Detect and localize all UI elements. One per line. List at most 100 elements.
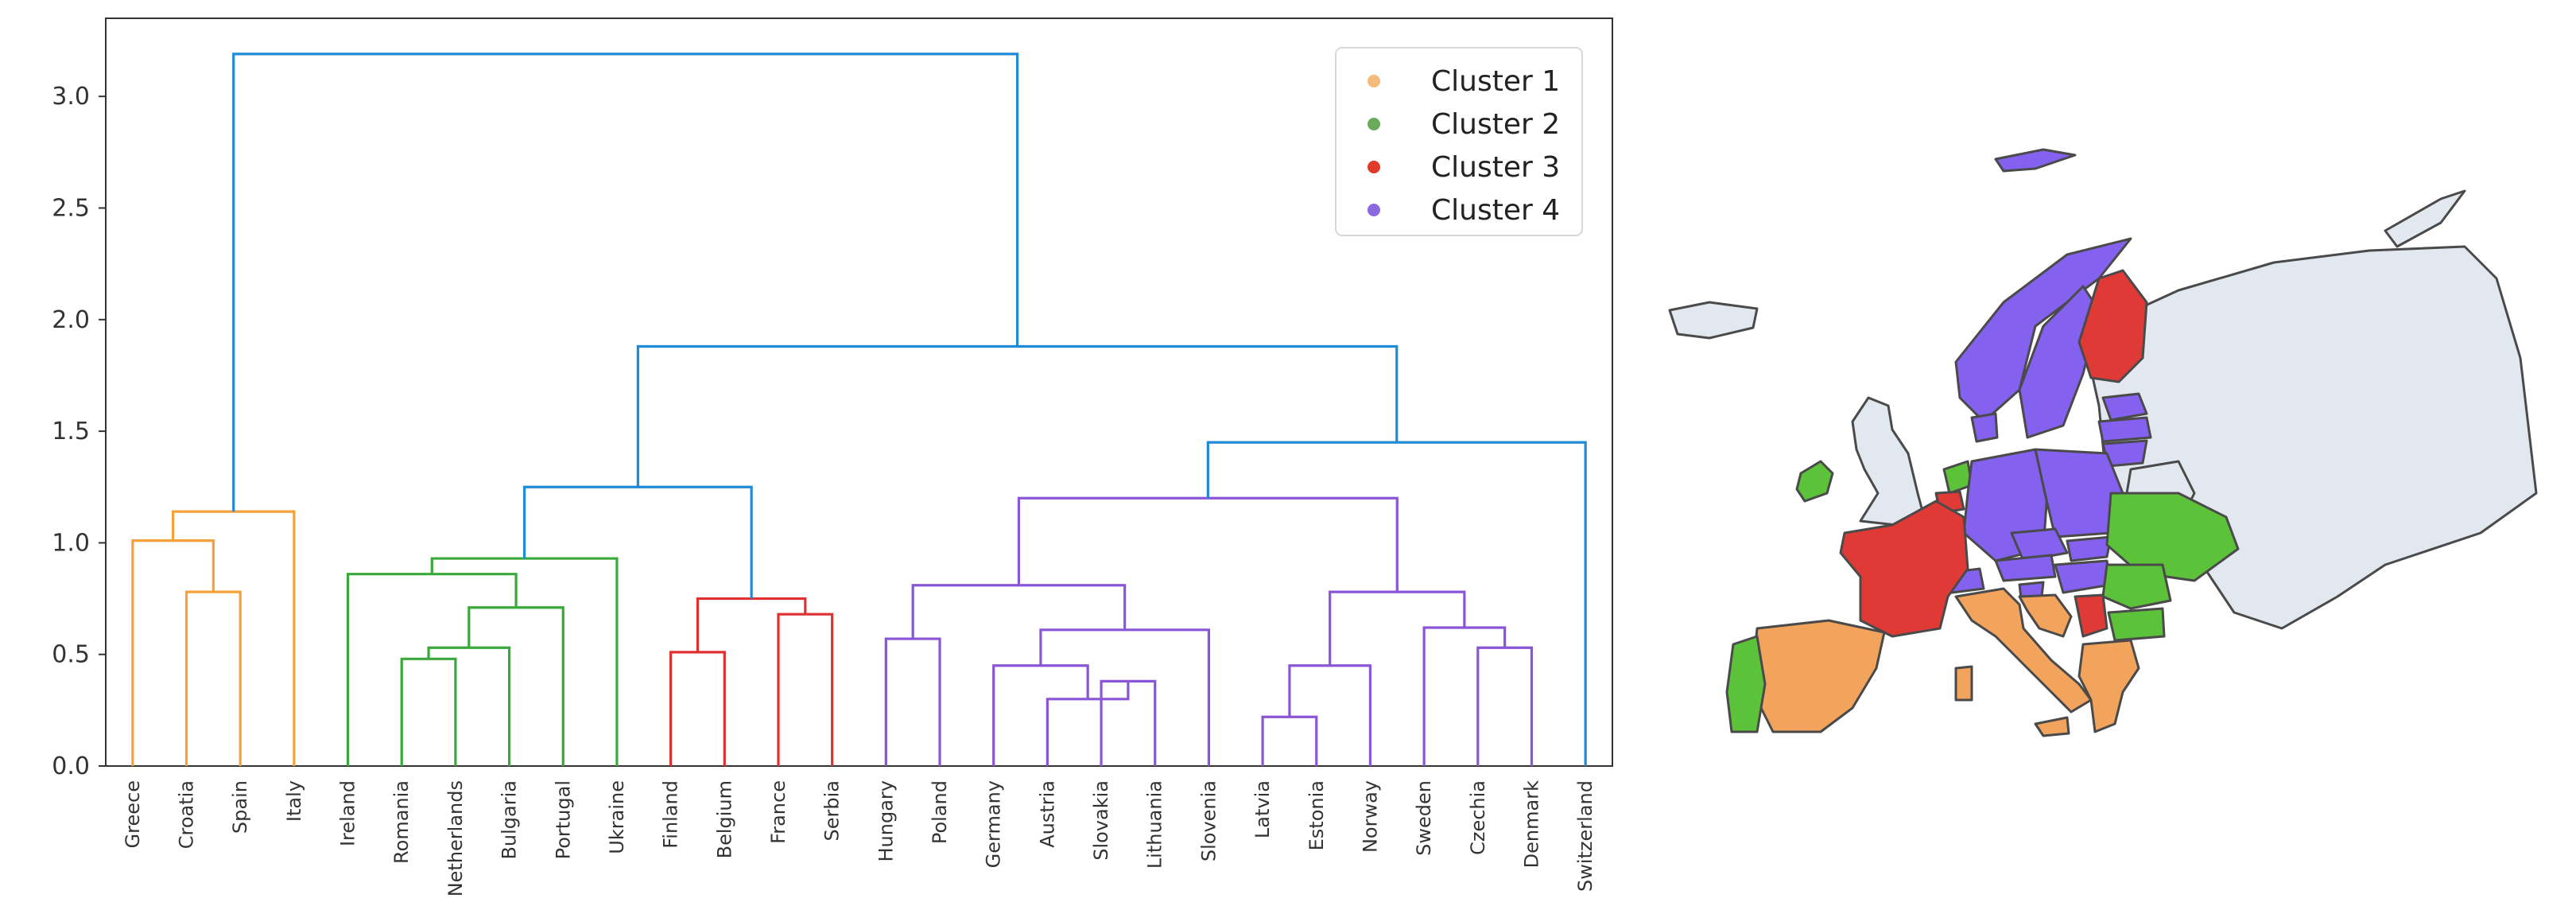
leaf-label: Netherlands: [444, 780, 467, 896]
map-hungary: [2054, 559, 2112, 594]
map-romania: [2101, 563, 2172, 610]
dendrogram-link: [636, 344, 1399, 488]
y-tick-label: 3.0: [52, 83, 90, 111]
leaf-label: Slovakia: [1090, 780, 1112, 861]
legend-marker: [1368, 118, 1380, 130]
dendrogram-link: [232, 52, 1019, 512]
map-denmark: [1970, 412, 1999, 443]
dendrogram-link: [430, 557, 619, 766]
map-finland: [2077, 269, 2148, 383]
leaf-label: Germany: [983, 780, 1005, 868]
dendrogram-link: [1476, 646, 1534, 766]
dendrogram-link: [1039, 628, 1211, 766]
y-tick-label: 0.5: [52, 641, 90, 669]
map-slovakia: [2066, 535, 2112, 562]
leaf-label: Ukraine: [606, 780, 628, 854]
map-greece: [2077, 639, 2140, 733]
leaf-label: Croatia: [176, 780, 198, 849]
y-tick-label: 0.0: [52, 752, 90, 780]
leaf-label: Serbia: [821, 780, 844, 841]
legend-marker: [1368, 161, 1380, 173]
map-estonia: [2101, 392, 2148, 422]
map-serbia: [2074, 593, 2109, 638]
dendrogram-link: [884, 637, 941, 766]
dendrogram-link: [1017, 496, 1399, 593]
dendrogram-link: [523, 485, 753, 599]
map-iceland: [1668, 301, 1759, 340]
leaf-label: Latvia: [1251, 780, 1274, 838]
map-united-kingdom: [1851, 396, 1926, 527]
legend: Cluster 1 Cluster 2 Cluster 3 Cluster 4: [1335, 47, 1583, 236]
leaf-label: Czechia: [1467, 780, 1489, 855]
dendrogram-link: [427, 646, 511, 766]
map-sicily: [2034, 716, 2070, 737]
dendrogram-link: [131, 539, 215, 766]
leaf-label: Switzerland: [1574, 780, 1596, 892]
leaf-label: Ireland: [337, 780, 359, 846]
legend-marker: [1368, 204, 1380, 216]
dendrogram-link: [1046, 681, 1130, 766]
leaf-label: Italy: [283, 780, 305, 822]
map-latvia: [2097, 416, 2152, 443]
leaf-label: Romania: [390, 780, 413, 864]
y-tick-label: 2.0: [52, 306, 90, 334]
dendrogram-chart: 0.0 0.5 1.0 1.5 2.0 2.5 3.0 Greece Croatia Spain…: [52, 18, 1613, 896]
dendrogram-link: [467, 606, 564, 766]
dendrogram-link: [1422, 626, 1507, 766]
dendrogram-link: [992, 664, 1089, 766]
leaf-label: Greece: [122, 780, 144, 848]
legend-label: Cluster 2: [1431, 108, 1560, 141]
dendrogram-link: [1100, 679, 1157, 766]
y-tick-label: 2.5: [52, 195, 90, 223]
map-novaya-zemlya: [2384, 189, 2466, 248]
dendrogram-link: [1261, 715, 1318, 766]
map-ireland: [1795, 460, 1834, 503]
leaf-label: Estonia: [1305, 780, 1328, 850]
map-ukraine: [2105, 492, 2240, 582]
map-czechia: [2010, 527, 2069, 562]
legend-label: Cluster 1: [1431, 65, 1560, 98]
leaf-label: Lithuania: [1144, 780, 1166, 869]
map-austria: [1994, 554, 2057, 582]
dendrogram-link: [777, 612, 834, 766]
leaf-label: Sweden: [1413, 780, 1435, 856]
legend-label: Cluster 3: [1431, 151, 1560, 184]
map-bulgaria: [2107, 607, 2166, 642]
y-axis-ticks: 0.0 0.5 1.0 1.5 2.0 2.5 3.0: [52, 83, 106, 780]
map-spain: [1752, 619, 1886, 733]
y-tick-label: 1.5: [52, 418, 90, 445]
dendrogram-link: [171, 510, 296, 766]
leaf-label: Finland: [660, 780, 682, 849]
legend-marker: [1368, 75, 1380, 88]
map-france: [1839, 500, 1969, 638]
dendrogram-link: [669, 651, 726, 766]
europe-cluster-map: [1668, 148, 2538, 737]
y-tick-label: 1.0: [52, 529, 90, 557]
dendrogram-link: [346, 573, 518, 766]
leaf-label: Denmark: [1520, 780, 1542, 868]
dendrogram-link: [184, 590, 242, 766]
leaf-label: Bulgaria: [499, 780, 521, 860]
map-sardinia: [1954, 665, 1973, 702]
x-axis-leaf-labels: Greece Croatia Spain Italy Ireland Romania Net…: [122, 780, 1596, 896]
map-svalbard: [1994, 148, 2077, 173]
map-portugal: [1725, 635, 1767, 733]
leaf-label: Hungary: [875, 780, 897, 861]
map-croatia: [2018, 593, 2073, 638]
leaf-label: Norway: [1359, 780, 1381, 853]
plot-axes: [105, 18, 1613, 767]
leaf-label: Belgium: [713, 780, 735, 858]
leaf-label: Poland: [929, 780, 951, 844]
leaf-label: Spain: [229, 780, 251, 834]
plot-frame: [105, 18, 1613, 767]
dendrogram-links: [131, 52, 1587, 766]
leaf-label: Austria: [1036, 780, 1058, 848]
dendrogram-link: [696, 597, 807, 652]
legend-label: Cluster 4: [1431, 194, 1560, 227]
map-italy: [1954, 587, 2093, 714]
leaf-label: Portugal: [552, 780, 574, 859]
legend-box: [1335, 47, 1583, 236]
leaf-label: Slovenia: [1197, 780, 1220, 861]
leaf-label: France: [767, 780, 789, 844]
dendrogram-link: [400, 657, 457, 766]
